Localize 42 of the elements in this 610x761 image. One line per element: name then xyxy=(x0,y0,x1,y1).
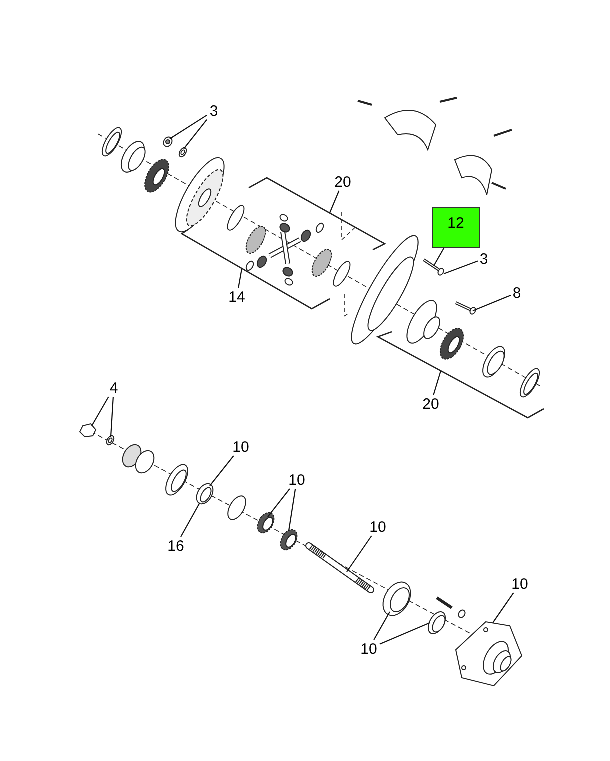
bracket xyxy=(181,229,331,310)
leader-line xyxy=(180,502,200,538)
leader-line xyxy=(374,612,390,640)
washer-drawing xyxy=(104,434,117,447)
gear-drawing xyxy=(255,510,277,536)
callout-number: 14 xyxy=(226,288,248,306)
leader-line xyxy=(472,294,512,312)
leader-line xyxy=(238,268,243,288)
bracket xyxy=(248,177,386,251)
callout-number: 10 xyxy=(358,640,380,658)
gear-drawing xyxy=(278,527,300,553)
highlighted-callout: 12 xyxy=(432,207,480,248)
washer-drawing xyxy=(177,147,189,158)
stud-drawing xyxy=(454,300,478,316)
leader-line xyxy=(92,396,110,426)
callout-number: 10 xyxy=(367,518,389,536)
pin-drawing xyxy=(422,257,446,277)
leader-line xyxy=(492,592,514,624)
leader-line xyxy=(210,456,234,486)
callout-number: 10 xyxy=(230,438,252,456)
callout-number: 10 xyxy=(286,471,308,489)
callout-number: 4 xyxy=(108,379,120,397)
callout-number: 16 xyxy=(165,537,187,555)
callout-number: 3 xyxy=(207,102,221,120)
leader-line xyxy=(330,190,340,214)
leader-line xyxy=(433,370,442,396)
leader-line xyxy=(268,488,290,518)
leader-line xyxy=(110,396,114,438)
leader-line xyxy=(434,248,445,266)
leader-line xyxy=(346,536,372,572)
callout-number: 20 xyxy=(420,395,442,413)
nut-drawing xyxy=(79,423,97,438)
leader-line xyxy=(380,622,430,645)
leader-line xyxy=(184,120,208,150)
leader-line xyxy=(288,488,296,532)
callout-number: 8 xyxy=(511,284,523,302)
callout-number: 3 xyxy=(478,250,490,268)
callout-number: 10 xyxy=(509,575,531,593)
bracket xyxy=(377,331,545,419)
leader-line xyxy=(170,115,208,140)
leader-line xyxy=(444,260,478,275)
callout-number: 20 xyxy=(332,173,354,191)
